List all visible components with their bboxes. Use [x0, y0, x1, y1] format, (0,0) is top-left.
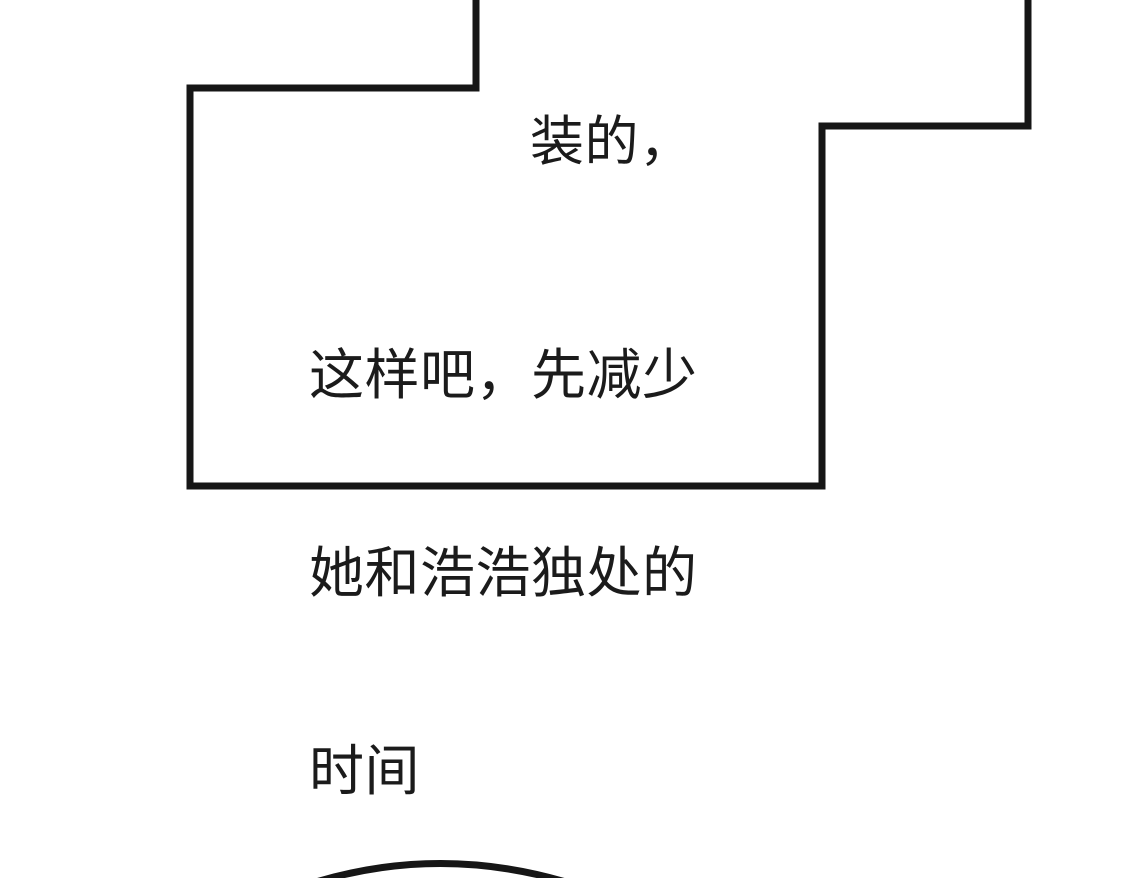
main-bubble-line-3: 时间	[309, 740, 421, 802]
main-bubble-line-2: 她和浩浩独处的	[309, 542, 698, 604]
main-bubble-text: 这样吧，先减少 她和浩浩独处的 时间	[309, 210, 698, 878]
main-bubble-line-1: 这样吧，先减少	[309, 344, 698, 406]
upper-bubble-text: 装的，	[530, 0, 694, 302]
upper-bubble-line-1: 装的，	[530, 112, 694, 172]
